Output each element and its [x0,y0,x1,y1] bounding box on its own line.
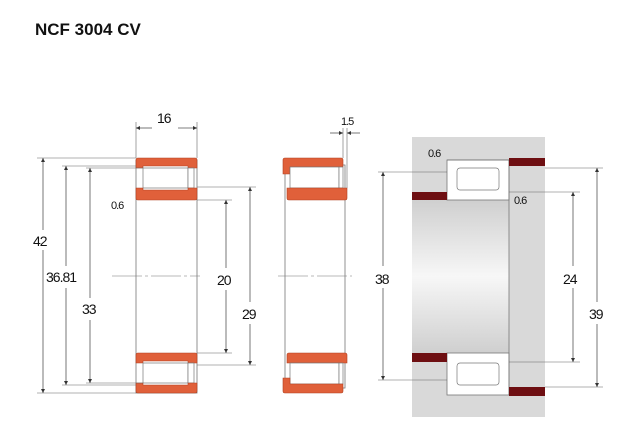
shaft [412,200,509,353]
shaft-abutment-label: 24 [563,271,578,287]
housing-abutment-label: 38 [375,271,390,287]
inner-ring-bottom [286,352,348,364]
mounting-view: 0.6 0.6 38 24 39 [375,137,605,417]
outer-ring-top [135,157,198,169]
outer-ring-bottom [282,377,344,394]
housing-shoulder-bottom [509,387,545,396]
outer-diameter-label: 42 [33,233,48,249]
page-title: NCF 3004 CV [35,20,141,39]
raceway-diameter-label: 36.81 [46,269,77,285]
chamfer-inner-label: 0.6 [514,195,527,207]
cross-section-view: 16 42 36.81 33 0.6 20 29 [33,110,258,394]
axial-displacement-label: 1.5 [341,116,354,128]
inner-ring-top [135,187,198,201]
housing-shoulder-top [509,158,545,166]
shaft-shoulder-bottom [412,353,447,362]
bore-label: 20 [217,272,232,288]
roller-top [142,167,189,189]
chamfer-label: 0.6 [111,200,124,212]
chamfer-top-label: 0.6 [428,148,441,160]
shaft-shoulder-top [412,192,447,200]
shoulder-diameter-label: 29 [242,306,257,322]
inner-ring-top [286,187,348,201]
housing-shoulder-label: 39 [589,306,604,322]
inner-ring-bottom [135,352,198,364]
side-view: 1.5 [278,116,360,394]
width-label: 16 [157,110,172,126]
outer-ring-bottom [135,382,198,394]
roller-set-diameter-label: 33 [82,301,97,317]
roller-bottom [142,362,189,384]
